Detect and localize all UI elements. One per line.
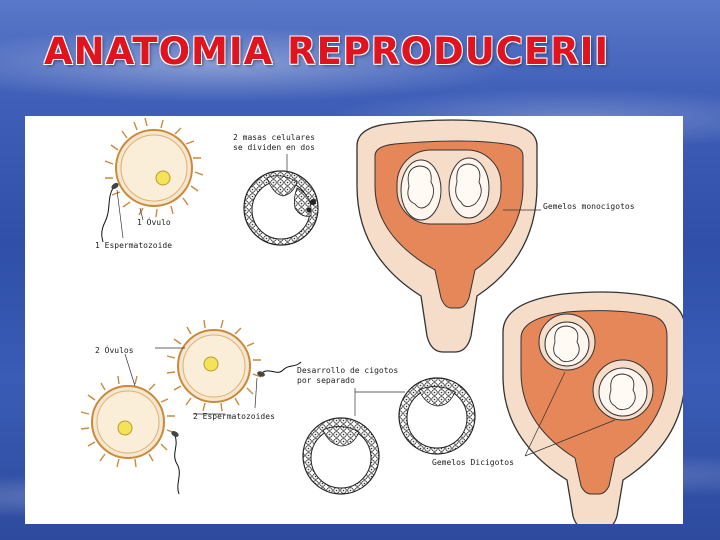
- sperm-2b-tail: [174, 435, 180, 495]
- corona-radiata-b2: [80, 375, 176, 468]
- ovum-2b-nucleus: [117, 420, 133, 436]
- fetus-b: [455, 163, 482, 207]
- fetus-dz-b: [609, 373, 636, 411]
- fetus-a: [407, 165, 434, 209]
- corona-radiata-b1: [166, 319, 262, 412]
- separate-zygotes: Desarrollo de cigotos por separado: [297, 366, 476, 495]
- label-one-ovum: 1 Óvulo: [137, 216, 171, 227]
- sperm-2b-head: [171, 431, 179, 437]
- inner-mass-2b: [322, 426, 360, 447]
- twins-diagram: 1 Óvulo 1 Espermatozoide 2 masas celular…: [80, 117, 683, 524]
- slide-title: ANATOMIA REPRODUCERII: [44, 30, 610, 73]
- label-identical-twins: Gemelos monocigotos: [543, 202, 635, 211]
- inner-cell-mass-a: [266, 175, 298, 197]
- ovum-nucleus: [155, 170, 171, 186]
- label-fraternal-twins: Gemelos Dicigotos: [432, 458, 514, 467]
- ovum-cytoplasm: [120, 134, 188, 202]
- uterus-dizygotic: Gemelos Dicigotos: [432, 291, 683, 524]
- sperm-2a-head: [257, 371, 265, 377]
- diagram-panel: 1 Óvulo 1 Espermatozoide 2 masas celular…: [25, 116, 683, 524]
- label-zygotes-1: Desarrollo de cigotos: [297, 366, 398, 375]
- label-cell-masses-2: se dividen en dos: [233, 143, 315, 152]
- fetus-dz-a: [553, 325, 580, 363]
- ovum-2a-nucleus: [203, 356, 219, 372]
- label-two-ova: 2 Óvulos: [95, 344, 134, 355]
- uterus-monozygotic: Gemelos monocigotos: [356, 119, 635, 353]
- two-ova-group: 2 Óvulos 2 Espermatozoides: [80, 319, 302, 495]
- sperm-head: [111, 182, 119, 190]
- label-one-sperm: 1 Espermatozoide: [95, 241, 172, 250]
- inner-mass-2a: [418, 386, 456, 407]
- sperm-tail: [101, 187, 114, 243]
- single-ovum-group: 1 Óvulo 1 Espermatozoide: [95, 117, 204, 250]
- label-cell-masses-1: 2 masas celulares: [233, 133, 315, 142]
- sperm-2a-tail: [262, 361, 302, 373]
- label-two-sperm: 2 Espermatozoides: [193, 412, 275, 421]
- label-zygotes-2: por separado: [297, 376, 355, 385]
- splitting-blastocyst: 2 masas celulares se dividen en dos: [233, 133, 319, 246]
